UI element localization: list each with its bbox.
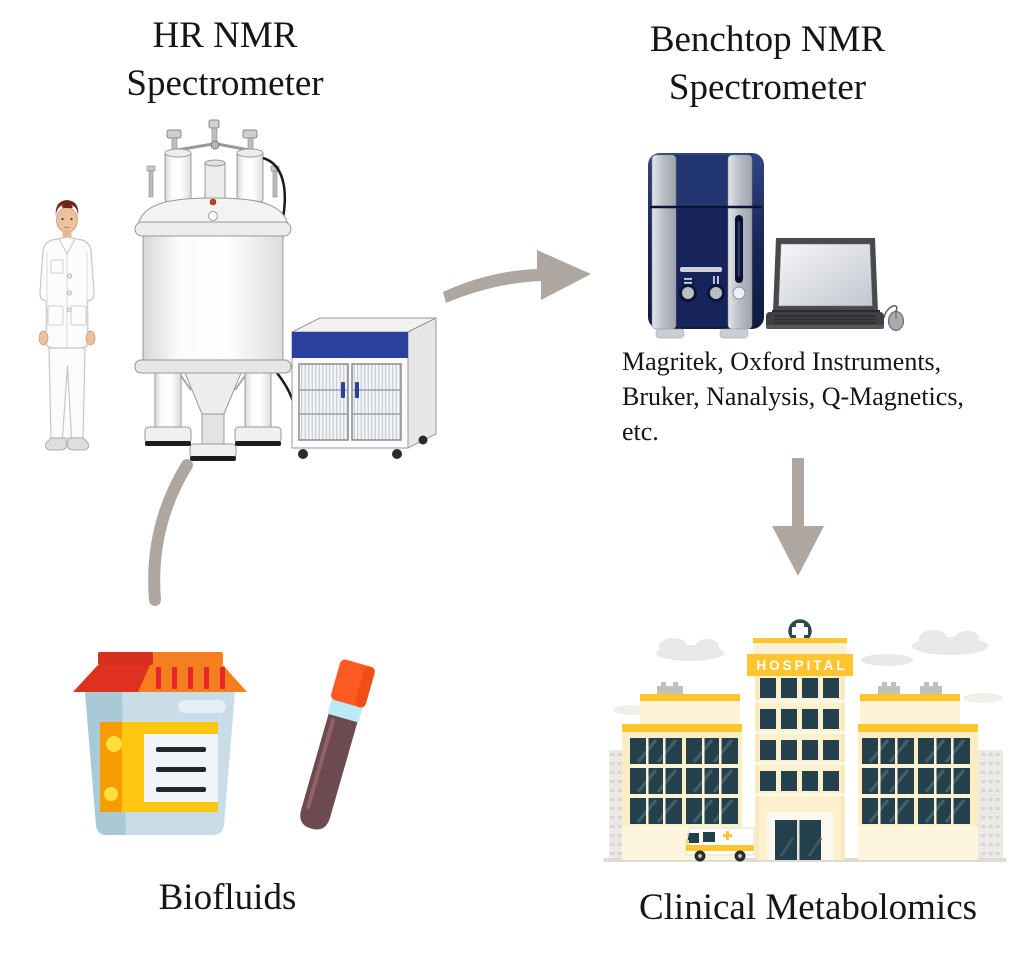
hr-nmr-title-line1: HR NMR [152, 15, 298, 56]
hr-nmr-title: HR NMR Spectrometer [55, 12, 395, 108]
hospital-icon: HOSPITAL [603, 616, 1007, 862]
benchtop-vendors-text: Magritek, Oxford Instruments, Bruker, Na… [622, 344, 1002, 449]
blood-tube-icon [300, 659, 375, 830]
vendors-line3: etc. [622, 417, 659, 447]
biofluids-illustration [73, 652, 375, 835]
vendors-line1: Magritek, Oxford Instruments, [622, 347, 942, 376]
specimen-cup-icon [73, 652, 247, 835]
laptop-icon [766, 238, 904, 331]
hr-nmr-equipment-illustration [134, 119, 437, 461]
arrow-down-icon [772, 458, 824, 576]
hospital-right-wing [858, 682, 978, 860]
benchtop-nmr-icon [648, 153, 764, 339]
benchtop-nmr-title: Benchtop NMR Spectrometer [590, 16, 945, 112]
mouse-icon [888, 311, 904, 331]
vendors-line2: Bruker, Nanalysis, Q-Magnetics, [622, 382, 964, 412]
clinical-metabolomics-label: Clinical Metabolomics [638, 887, 978, 928]
hospital-tower: HOSPITAL [747, 616, 853, 860]
hr-nmr-title-line2: Spectrometer [126, 63, 324, 105]
arrow-right-icon [443, 250, 591, 303]
benchtop-title-line2: Spectrometer [668, 67, 867, 109]
ambulance-icon [685, 827, 755, 862]
curved-connector-icon [148, 459, 193, 606]
benchtop-nmr-illustration [648, 153, 904, 339]
nmr-magnet-icon [134, 119, 300, 461]
hospital-sign-text: HOSPITAL [756, 658, 847, 673]
hospital-sign: HOSPITAL [747, 654, 853, 676]
benchtop-title-line1: Benchtop NMR [649, 19, 886, 60]
nmr-console-cabinet-icon [291, 317, 437, 459]
biofluids-label: Biofluids [158, 877, 297, 918]
scientist-person-icon [38, 200, 96, 451]
